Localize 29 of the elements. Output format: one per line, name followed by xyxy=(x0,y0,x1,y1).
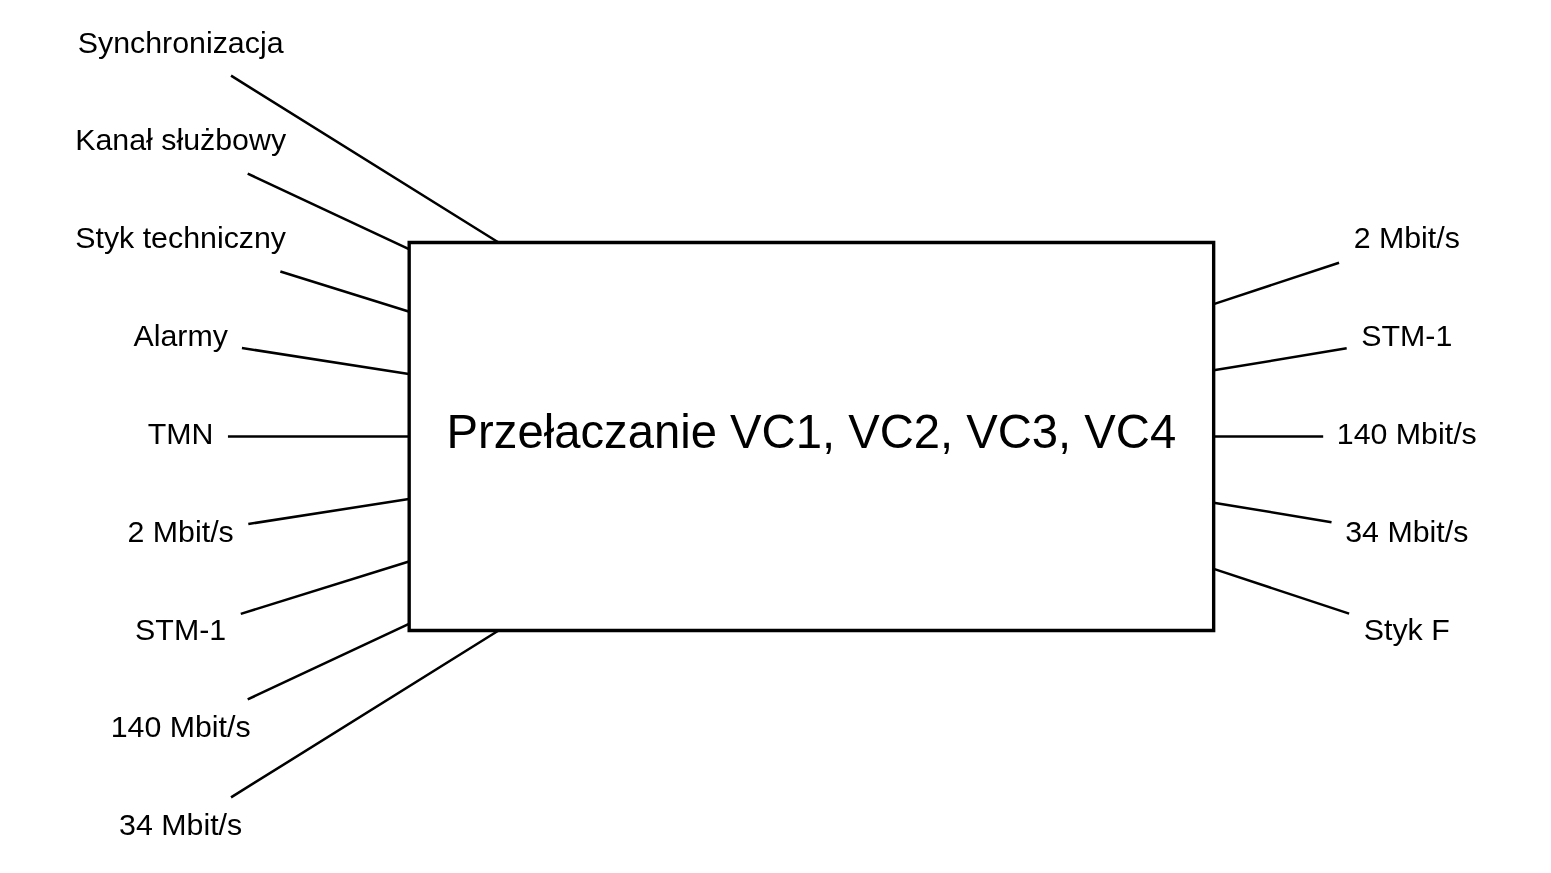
node-text: 2 Mbit/s xyxy=(127,514,234,548)
connector xyxy=(227,435,409,438)
connector xyxy=(239,560,409,616)
connector xyxy=(246,172,409,251)
connector xyxy=(1212,261,1339,306)
connector xyxy=(247,497,409,526)
node-text: Styk techniczny xyxy=(74,221,286,255)
connector xyxy=(1212,567,1349,615)
node-box: Przełaczanie VC1, VC2, VC3, VC4 xyxy=(407,240,1215,633)
connector xyxy=(229,629,499,799)
connector xyxy=(241,346,409,376)
node-text: 34 Mbit/s xyxy=(1344,514,1468,548)
node-text: 2 Mbit/s xyxy=(1353,221,1460,255)
node-text: Synchronizacja xyxy=(77,25,284,59)
node-text: STM-1 xyxy=(134,612,226,646)
connector xyxy=(1213,435,1323,438)
connector xyxy=(1213,347,1347,372)
node-text: Kanał służbowy xyxy=(74,123,286,157)
node-text: STM-1 xyxy=(1360,319,1452,353)
node-text: 34 Mbit/s xyxy=(118,808,242,842)
connector xyxy=(1213,501,1332,524)
node-text: TMN xyxy=(147,416,214,450)
node-text: 140 Mbit/s xyxy=(110,710,251,744)
node-text: Styk F xyxy=(1363,612,1450,646)
connector xyxy=(229,74,499,244)
node-text: 140 Mbit/s xyxy=(1336,416,1477,450)
connector xyxy=(279,270,409,313)
connector xyxy=(246,622,409,701)
node-text: Alarmy xyxy=(132,319,228,353)
